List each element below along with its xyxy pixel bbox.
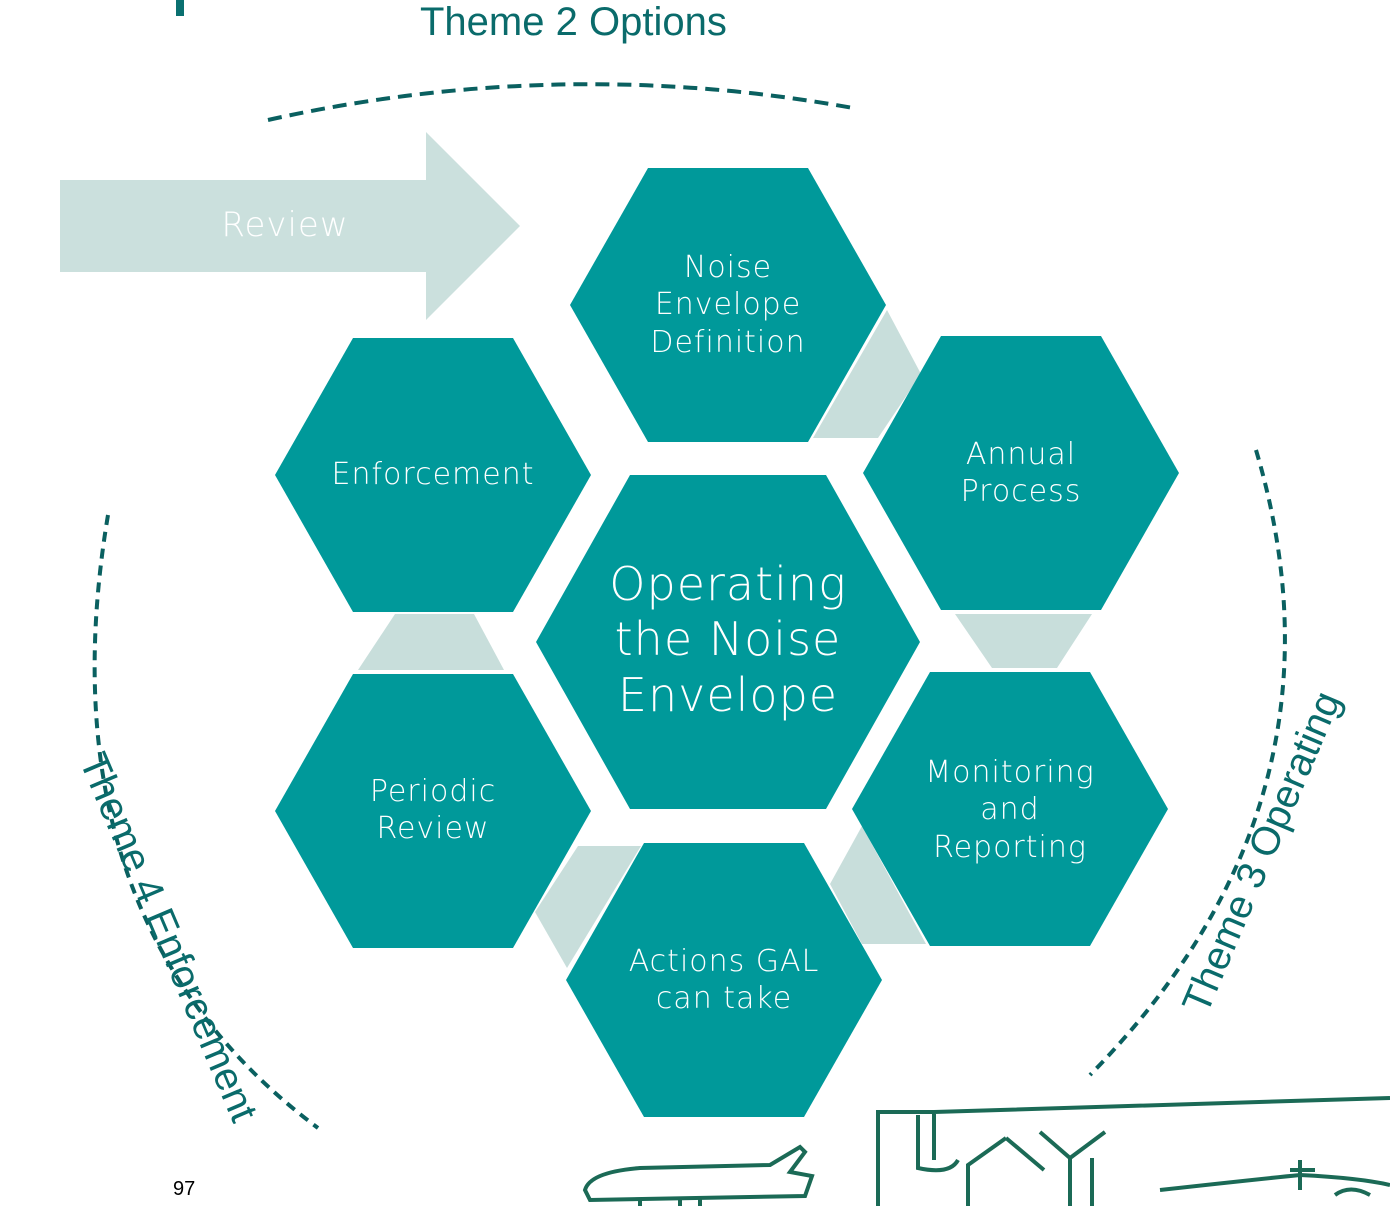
periodic-review-label: Periodic Review (369, 773, 497, 847)
enforcement-label: Enforcement (331, 457, 535, 493)
actions-gal-label: Actions GAL can take (628, 943, 820, 1017)
theme2-title: Theme 2 Options (420, 0, 727, 44)
hex-enforcement (275, 338, 591, 612)
hex-monitoring-and-reporting (852, 672, 1168, 946)
review-arrow (60, 132, 520, 320)
page-number: 97 (173, 1178, 196, 1200)
review-arrow-label: Review (221, 205, 349, 245)
connector-periodic-actions (535, 846, 641, 968)
connector-enforcement-periodic (358, 614, 504, 670)
monitoring-and-reporting-label: Monitoring and Reporting (925, 754, 1095, 865)
connector-definition-annual (813, 310, 921, 438)
theme2-dashed-arc (267, 82, 854, 122)
airport-building-illustration (876, 1096, 1390, 1206)
theme4-dashed-arc (92, 514, 320, 1130)
annual-process-label: Annual Process (960, 436, 1082, 510)
connector-annual-monitoring (955, 614, 1092, 668)
center-label: Operating the Noise Envelope (609, 557, 847, 722)
hex-noise-envelope-definition (570, 168, 886, 442)
hex-center (536, 475, 920, 809)
hex-periodic-review (275, 674, 591, 948)
airplane-illustration (582, 1144, 815, 1206)
noise-envelope-definition-label: Noise Envelope Definition (650, 249, 806, 360)
connector-monitoring-actions (830, 826, 926, 944)
header-accent-bar (176, 0, 184, 16)
hex-actions-gal (566, 843, 882, 1117)
hex-annual-process (863, 336, 1179, 610)
